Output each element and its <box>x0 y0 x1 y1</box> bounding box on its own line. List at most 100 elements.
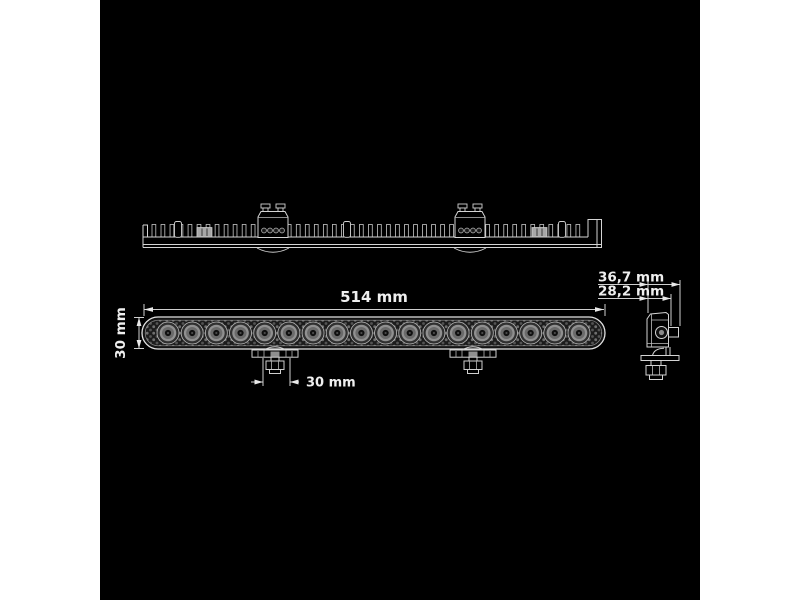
led-chip-dot <box>287 331 290 335</box>
heatsink-fin <box>566 224 572 238</box>
bolt-nut-facets <box>271 361 279 370</box>
led-lens <box>301 321 325 345</box>
bolt-neck <box>270 356 280 362</box>
side-bolt-nut-facets <box>652 365 660 375</box>
bolt-hex-nut <box>463 360 483 370</box>
side-view: 36,7 mm 28,2 mm <box>598 270 681 380</box>
clamp-screw-tip <box>279 227 285 234</box>
heatsink-fin <box>575 224 581 238</box>
led-lens <box>350 321 373 345</box>
housing-marking-detail <box>536 228 543 236</box>
led-lens <box>229 321 252 345</box>
housing-clip <box>343 221 351 238</box>
heatsink-fin <box>232 224 238 238</box>
body-depth-dimension-label: 28,2 mm <box>598 284 664 300</box>
body-depth-dimension: 28,2 mm <box>598 284 672 326</box>
clamp-under-bulge <box>453 247 487 253</box>
clamp-screw-tip <box>267 227 273 234</box>
housing-markings <box>196 227 548 238</box>
led-chip-dot <box>263 331 266 335</box>
led-chip-dot <box>191 331 194 335</box>
overall-depth-dimension-label: 36,7 mm <box>598 270 664 286</box>
led-chip-dot <box>336 331 339 335</box>
side-housing-seams <box>647 314 669 347</box>
side-bolt-tip <box>649 374 663 380</box>
led-chip-dot <box>457 331 460 335</box>
housing-marking <box>196 227 213 238</box>
heatsink-fin <box>377 224 382 238</box>
led-lens <box>567 321 591 345</box>
clamp-screw-tip <box>261 227 267 234</box>
housing-right-endcap <box>587 219 602 248</box>
heatsink-fin <box>304 224 310 238</box>
bracket-screw <box>468 351 478 357</box>
mounting-clamp <box>453 203 487 253</box>
heatsink-fin <box>331 224 337 238</box>
bracket-offset-dimension: 30 mm <box>251 358 356 391</box>
side-bracket-arm <box>652 347 671 356</box>
housing-clip <box>174 221 182 238</box>
heatsink-fin <box>440 224 445 238</box>
led-lens <box>180 321 204 345</box>
height-dimension: 30 mm <box>113 307 144 359</box>
clamp-body <box>257 211 289 238</box>
heatsink-fin <box>395 224 400 238</box>
heatsink-fin <box>223 224 229 238</box>
clamp-bolt-head <box>260 203 271 209</box>
led-lens <box>398 321 422 345</box>
heatsink-fin <box>422 224 427 238</box>
heatsink-fin <box>295 224 301 238</box>
heatsink-fin <box>313 224 319 238</box>
heatsink-fin <box>548 224 554 238</box>
clamp-screw-tip <box>470 227 476 234</box>
bolt-tip <box>467 369 479 374</box>
top-profile-view <box>142 203 602 253</box>
led-chip-dot <box>481 331 484 335</box>
mounting-brackets-front <box>251 346 497 374</box>
front-view: 514 mm 30 mm 30 mm <box>113 288 606 391</box>
heatsink-fin <box>350 224 355 238</box>
heatsink-fin <box>494 224 499 238</box>
led-lens <box>446 321 470 345</box>
clamp-body <box>454 211 486 238</box>
heatsink-fin <box>485 224 490 238</box>
led-lens <box>495 321 518 345</box>
housing-profile-outline <box>142 224 602 248</box>
bracket-dome <box>263 346 287 351</box>
side-bracket-base <box>640 355 680 361</box>
overall-depth-dimension: 36,7 mm <box>598 270 681 326</box>
bolt-hex-nut <box>265 360 285 370</box>
led-array <box>156 321 591 345</box>
bracket-screw <box>270 351 280 357</box>
drawing-canvas: 514 mm 30 mm 30 mm <box>100 0 700 600</box>
bolt-tip <box>269 369 281 374</box>
heatsink-fin <box>413 224 418 238</box>
heatsink-fin <box>160 224 166 238</box>
heatsink-fin <box>404 224 409 238</box>
clamp-screw-tip <box>273 227 279 234</box>
led-lens <box>422 321 446 345</box>
clamp-screw-tip <box>464 227 470 234</box>
led-chip-dot <box>505 331 508 335</box>
side-mount-tab <box>668 327 679 338</box>
led-lens <box>325 321 349 345</box>
mounting-clamps-top <box>256 203 487 253</box>
heatsink-fins <box>151 224 581 238</box>
heatsink-fin <box>431 224 436 238</box>
clamp-bolt-head <box>472 203 483 209</box>
height-dimension-label: 30 mm <box>113 307 129 359</box>
heatsink-fin <box>368 224 373 238</box>
clamp-screw-tip <box>458 227 464 234</box>
side-bolt-stud <box>650 360 662 366</box>
heatsink-fin <box>386 224 391 238</box>
heatsink-fin <box>151 224 157 238</box>
heatsink-fin <box>214 224 220 238</box>
led-lens <box>470 321 494 345</box>
technical-drawing-svg: 514 mm 30 mm 30 mm <box>113 203 681 391</box>
clamp-under-bulge <box>256 247 290 253</box>
length-dimension: 514 mm <box>143 288 606 316</box>
side-bolt-nut <box>645 365 667 376</box>
led-chip-dot <box>239 331 242 335</box>
clamp-screw-tip <box>476 227 482 234</box>
